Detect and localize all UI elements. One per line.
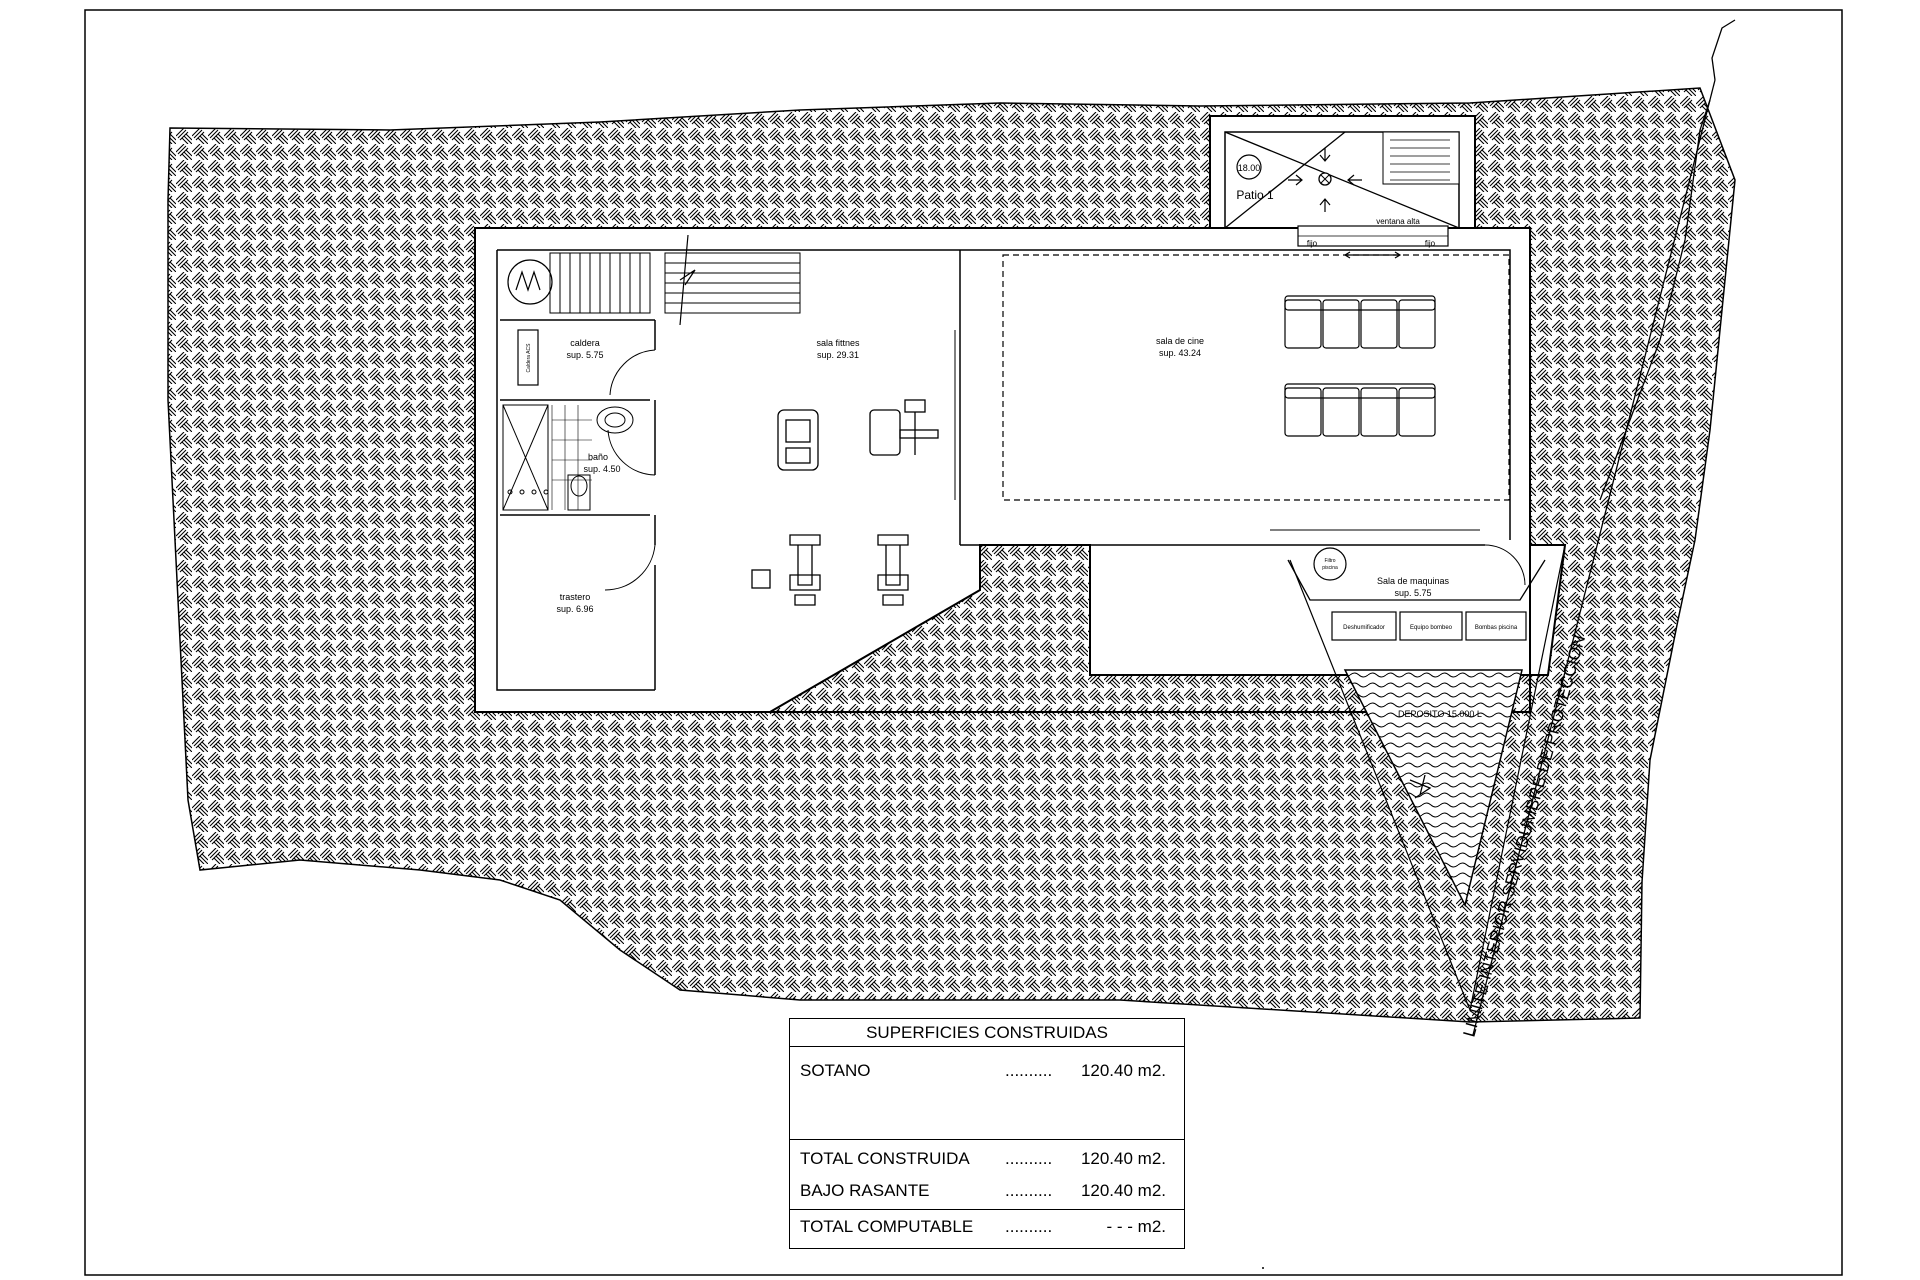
window-label: ventana alta <box>1376 217 1420 226</box>
caldera-name: caldera <box>570 338 600 348</box>
patio-name: Patio 1 <box>1236 188 1274 202</box>
patio-level: 18.00 <box>1238 163 1261 173</box>
boundary-line <box>1472 19 1736 1036</box>
bano-name: baño <box>588 452 608 462</box>
table-divider <box>790 1209 1184 1210</box>
row-label: TOTAL COMPUTABLE <box>800 1217 974 1236</box>
caldera-equipment: Caldera ACS <box>507 259 553 386</box>
surfaces-table-title: SUPERFICIES CONSTRUIDAS <box>790 1019 1184 1047</box>
filter-label-1: Filtro <box>1324 558 1335 564</box>
maquinas-name: Sala de maquinas <box>1377 576 1450 586</box>
bathroom-fixtures <box>502 404 634 511</box>
sheet-border <box>84 9 1843 1276</box>
maquinas-equipment-3: Bombas piscina <box>1475 625 1518 631</box>
cine-name: sala de cine <box>1156 336 1204 346</box>
row-dots: .......... <box>1005 1061 1053 1080</box>
window-fixed-left: fijo <box>1307 239 1318 248</box>
table-row: TOTAL CONSTRUIDA .......... 120.40 m2. <box>800 1147 1174 1171</box>
table-row: TOTAL COMPUTABLE .......... - - - m2. <box>800 1215 1174 1239</box>
maquinas-equipment-2: Equipo bombeo <box>1410 625 1453 631</box>
caldera-equipment-label: Caldera ACS <box>526 343 532 373</box>
row-value: 120.40 m2. <box>1080 1061 1166 1080</box>
row-value: 120.40 m2. <box>1080 1149 1166 1168</box>
row-dots: .......... <box>1005 1217 1053 1236</box>
patio-1 <box>1224 131 1460 229</box>
fitness-name: sala fittnes <box>816 338 860 348</box>
trastero-area: sup. 6.96 <box>556 604 593 614</box>
row-dots: .......... <box>1005 1181 1053 1200</box>
row-label: SOTANO <box>800 1061 871 1080</box>
row-value: 120.40 m2. <box>1080 1181 1166 1200</box>
surfaces-table: SUPERFICIES CONSTRUIDAS SOTANO .........… <box>789 1018 1185 1249</box>
row-label: BAJO RASANTE <box>800 1181 930 1200</box>
maquinas-equipment-1: Deshumificador <box>1343 625 1385 631</box>
row-value: - - - m2. <box>1106 1217 1167 1236</box>
window-fixed-right: fijo <box>1425 239 1436 248</box>
filter-label-2: piscina <box>1322 565 1338 571</box>
deposito <box>1289 544 1566 1011</box>
fitness-equipment <box>751 399 939 606</box>
row-dots: .......... <box>1005 1149 1053 1168</box>
table-divider <box>790 1139 1184 1140</box>
cine-area: sup. 43.24 <box>1159 348 1201 358</box>
row-label: TOTAL CONSTRUIDA <box>800 1149 970 1168</box>
cinema-seats <box>1284 295 1436 437</box>
deposito-label: DEPOSITO 15.000 L <box>1398 709 1482 719</box>
caldera-area: sup. 5.75 <box>566 350 603 360</box>
stairs <box>549 234 801 326</box>
walls <box>474 225 1546 713</box>
table-row: SOTANO .......... 120.40 m2. <box>800 1059 1174 1083</box>
fitness-area: sup. 29.31 <box>817 350 859 360</box>
bano-area: sup. 4.50 <box>583 464 620 474</box>
maquinas-area: sup. 5.75 <box>1394 588 1431 598</box>
maquinas-equipment <box>1313 547 1527 641</box>
table-row: BAJO RASANTE .......... 120.40 m2. <box>800 1179 1174 1203</box>
trastero-name: trastero <box>560 592 591 602</box>
